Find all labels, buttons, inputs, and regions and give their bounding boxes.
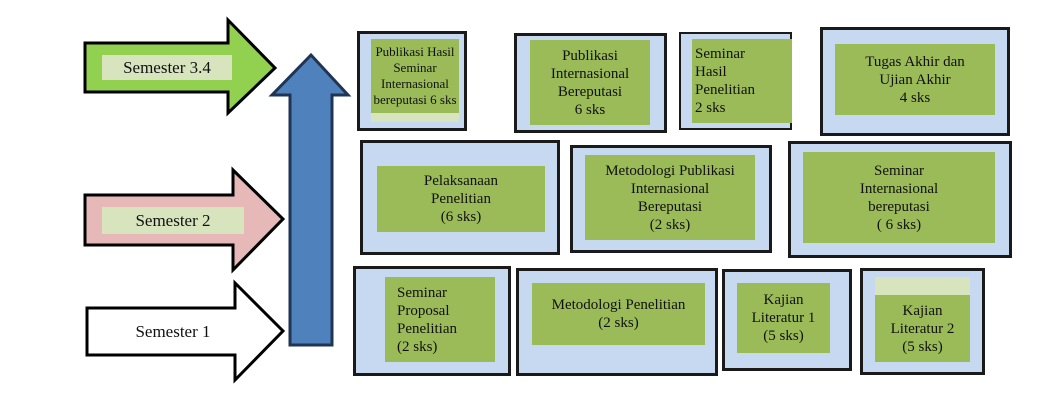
- course-publikasi-internasional: Publikasi Internasional Bereputasi 6 sks: [530, 40, 650, 125]
- semester-1-label: Semester 1: [135, 321, 211, 341]
- progress-up-arrow: [268, 52, 352, 347]
- course-seminar-proposal: Seminar Proposal Penelitian (2 sks): [385, 277, 495, 362]
- semester-2-label: Semester 2: [102, 207, 244, 234]
- semester-1-arrow: [85, 279, 286, 384]
- course-pelaksanaan-penelitian: Pelaksanaan Penelitian (6 sks): [377, 166, 545, 232]
- course-tugas-akhir: Tugas Akhir dan Ujian Akhir 4 sks: [835, 44, 995, 115]
- course-seminar-internasional: Seminar Internasional bereputasi ( 6 sks…: [803, 152, 995, 243]
- highlight-strip: [371, 113, 459, 122]
- course-publikasi-hasil-seminar: Publikasi Hasil Seminar Internasional be…: [371, 39, 459, 113]
- course-metodologi-penelitian: Metodologi Penelitian (2 sks): [532, 283, 705, 345]
- course-seminar-hasil-penelitian: Seminar Hasil Penelitian 2 sks: [692, 39, 792, 123]
- course-metodologi-publikasi: Metodologi Publikasi Internasional Berep…: [585, 155, 755, 240]
- course-kajian-literatur-1: Kajian Literatur 1 (5 sks): [737, 283, 830, 353]
- course-kajian-literatur-2: Kajian Literatur 2 (5 sks): [875, 295, 970, 362]
- semester-3-4-label: Semester 3.4: [102, 55, 232, 80]
- highlight-strip: [875, 277, 970, 295]
